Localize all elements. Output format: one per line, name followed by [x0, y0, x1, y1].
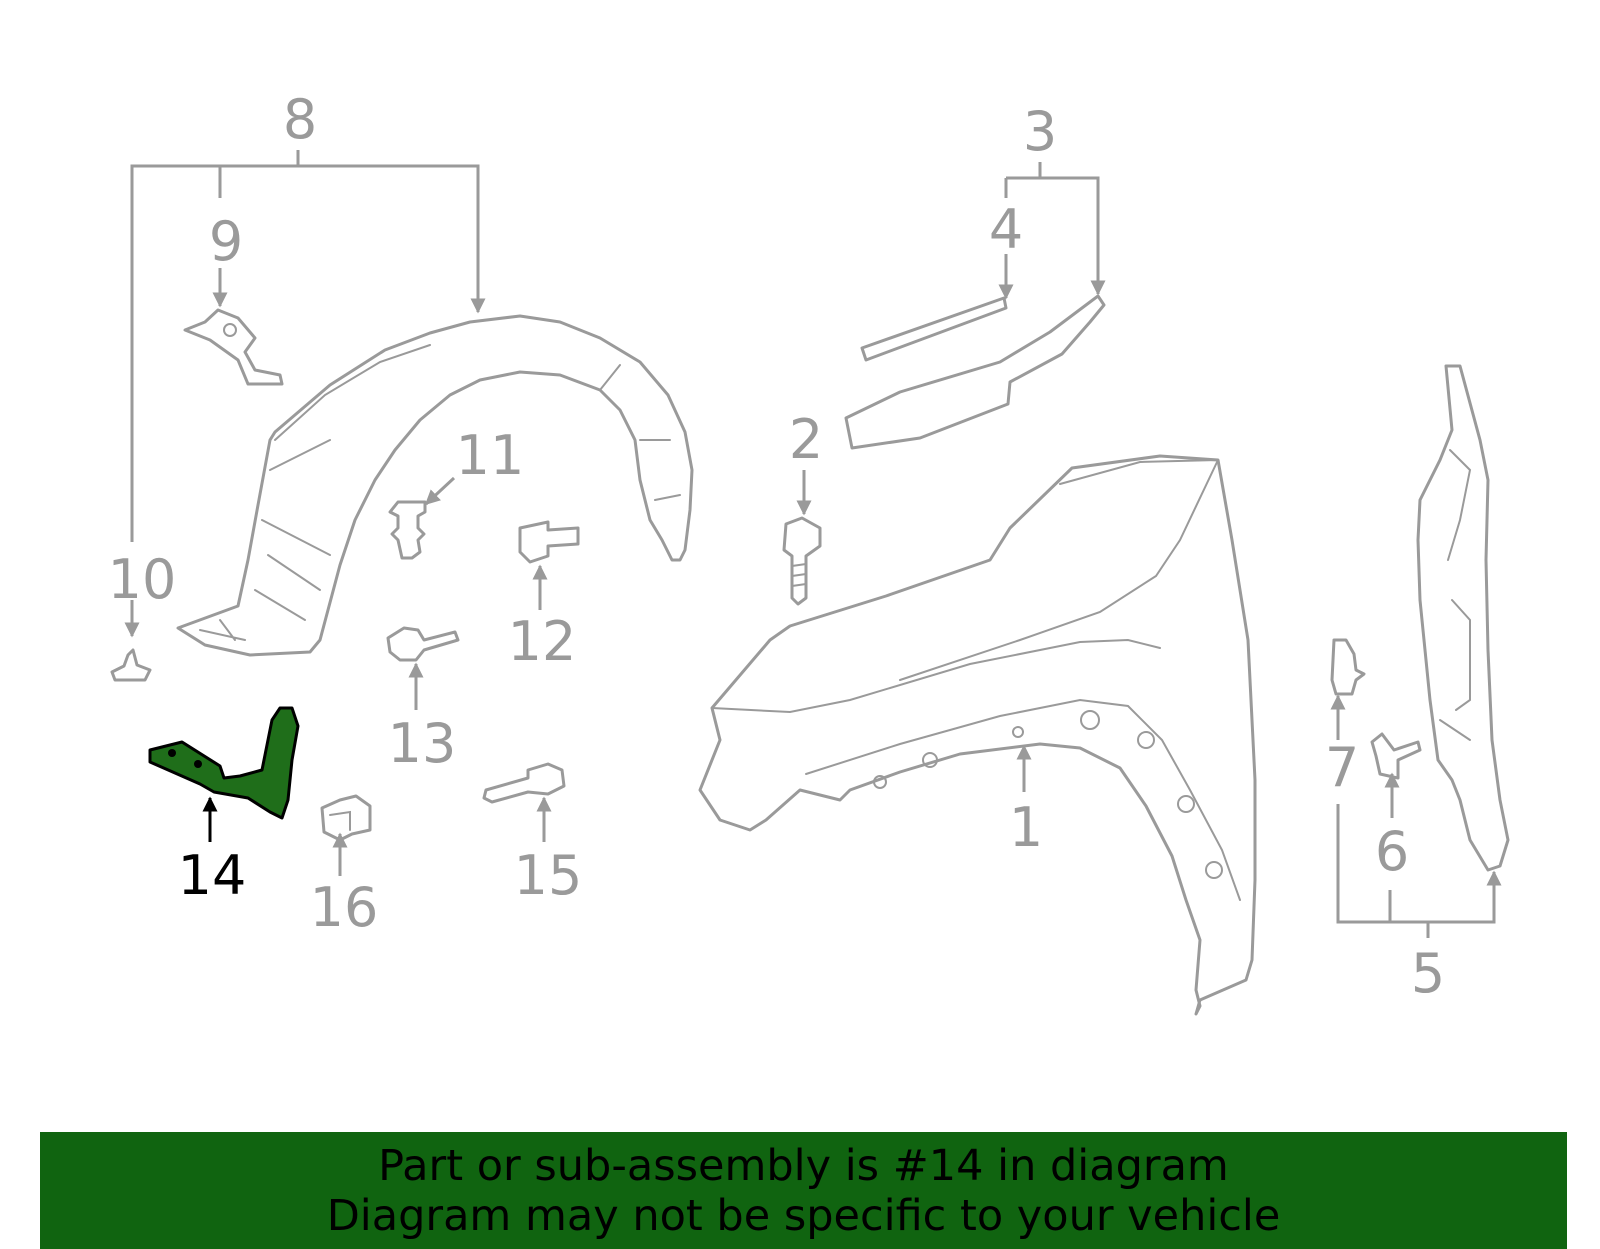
- bolt-part: [482, 762, 566, 804]
- leader-lines: [124, 150, 1502, 938]
- seal-cap-part: [1330, 638, 1366, 696]
- seal-clip-part: [1370, 732, 1422, 780]
- seal-strip-part: [860, 296, 1008, 362]
- callout-3: 3: [1023, 100, 1057, 163]
- callout-12: 12: [508, 610, 577, 673]
- callout-8: 8: [283, 88, 317, 151]
- clip-nut-part: [320, 794, 372, 842]
- callout-10: 10: [108, 548, 177, 611]
- callout-labels: 8 9 10 11 12 13 14 15 16 2 3 4 1 7 6 5: [108, 88, 1446, 1005]
- callout-4: 4: [989, 198, 1023, 261]
- highlighted-part-14: [148, 706, 300, 820]
- clip-part: [388, 500, 427, 560]
- banner-line-2: Diagram may not be specific to your vehi…: [326, 1190, 1281, 1241]
- callout-15: 15: [514, 844, 583, 907]
- callout-11: 11: [456, 424, 525, 487]
- push-clip-part: [110, 648, 152, 682]
- liner-bracket-part: [183, 308, 284, 386]
- callout-9: 9: [209, 210, 243, 273]
- fender-liner-part: [176, 314, 694, 657]
- callout-7: 7: [1325, 736, 1359, 799]
- upper-seal-part: [844, 294, 1106, 450]
- nut-part: [518, 520, 580, 564]
- callout-14: 14: [178, 844, 247, 907]
- callout-13: 13: [388, 712, 457, 775]
- screw-part: [386, 626, 460, 662]
- callout-2: 2: [789, 408, 823, 471]
- callout-6: 6: [1375, 820, 1409, 883]
- fender-bolt-part: [782, 516, 822, 606]
- callout-16: 16: [310, 876, 379, 939]
- banner-line-1: Part or sub-assembly is #14 in diagram: [378, 1140, 1229, 1191]
- side-seal-part: [1416, 364, 1510, 872]
- callout-1: 1: [1009, 796, 1043, 859]
- callout-5: 5: [1411, 942, 1445, 1005]
- front-fender-part: [698, 454, 1257, 1016]
- part-info-banner: Part or sub-assembly is #14 in diagram D…: [40, 1132, 1567, 1249]
